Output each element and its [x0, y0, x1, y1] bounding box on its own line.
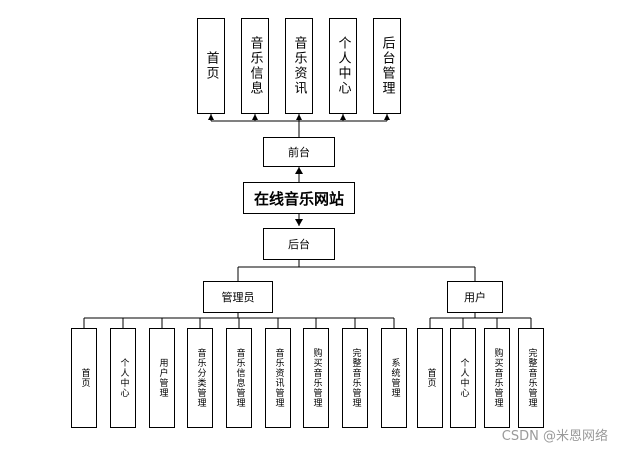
front-item-label: 首页	[203, 51, 219, 81]
backend-node: 后台	[263, 228, 335, 260]
admin-item-full-music-manage: 完整音乐管理	[342, 328, 368, 428]
frontend-label: 前台	[288, 146, 310, 159]
user-item-full-music-manage: 完整音乐管理	[518, 328, 544, 428]
frontend-node: 前台	[263, 137, 335, 167]
admin-item-music-category-manage: 音乐分类管理	[187, 328, 213, 428]
front-item-label: 音乐资讯	[291, 36, 307, 96]
admin-item-music-news-manage: 音乐资讯管理	[265, 328, 291, 428]
user-item-home: 首页	[417, 328, 443, 428]
user-node: 用户	[447, 281, 503, 313]
user-item-label: 个人中心	[458, 358, 469, 398]
front-item-personal-center: 个人中心	[329, 18, 357, 114]
center-node: 在线音乐网站	[243, 182, 355, 214]
front-item-backend-manage: 后台管理	[373, 18, 401, 114]
admin-item-user-manage: 用户管理	[149, 328, 175, 428]
admin-item-label: 个人中心	[118, 358, 129, 398]
admin-node: 管理员	[203, 281, 273, 313]
admin-item-label: 用户管理	[157, 358, 168, 398]
admin-item-label: 音乐信息管理	[234, 348, 245, 408]
user-item-label: 购买音乐管理	[492, 348, 503, 408]
admin-item-personal-center: 个人中心	[110, 328, 136, 428]
admin-item-purchase-music-manage: 购买音乐管理	[303, 328, 329, 428]
admin-item-music-info-manage: 音乐信息管理	[226, 328, 252, 428]
user-label: 用户	[464, 291, 486, 304]
user-item-label: 完整音乐管理	[526, 348, 537, 408]
backend-label: 后台	[288, 238, 310, 251]
admin-item-system-manage: 系统管理	[381, 328, 407, 428]
admin-item-home: 首页	[71, 328, 97, 428]
admin-item-label: 购买音乐管理	[311, 348, 322, 408]
admin-label: 管理员	[221, 291, 255, 304]
user-item-label: 首页	[425, 368, 436, 388]
watermark: CSDN @米恩网络	[501, 429, 608, 444]
front-item-music-news: 音乐资讯	[285, 18, 313, 114]
admin-item-label: 首页	[79, 368, 90, 388]
center-label: 在线音乐网站	[253, 189, 344, 208]
front-item-label: 个人中心	[335, 36, 351, 96]
user-item-personal-center: 个人中心	[450, 328, 476, 428]
user-item-purchase-music-manage: 购买音乐管理	[484, 328, 510, 428]
front-item-home: 首页	[197, 18, 225, 114]
admin-item-label: 完整音乐管理	[350, 348, 361, 408]
admin-item-label: 音乐分类管理	[195, 348, 206, 408]
front-item-label: 后台管理	[379, 36, 395, 96]
admin-item-label: 音乐资讯管理	[273, 348, 284, 408]
front-item-music-info: 音乐信息	[241, 18, 269, 114]
front-item-label: 音乐信息	[247, 36, 263, 96]
admin-item-label: 系统管理	[389, 358, 400, 398]
